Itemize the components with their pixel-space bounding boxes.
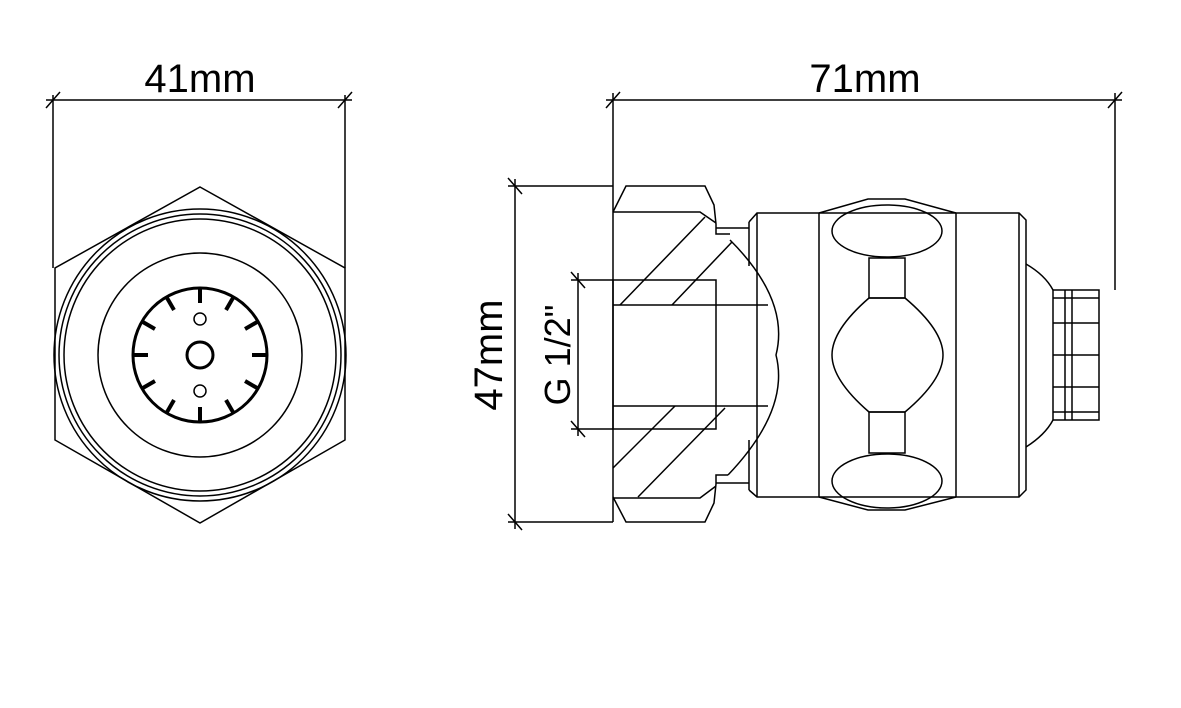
height-dimension: 47mm — [467, 177, 613, 531]
face-slot — [244, 320, 259, 331]
center-orifice — [185, 340, 215, 370]
section-hatching — [612, 216, 733, 498]
hex-outline — [54, 186, 346, 524]
length-dimension: 71mm — [605, 57, 1123, 290]
top-lobe — [831, 204, 943, 258]
threaded-bore — [612, 279, 717, 430]
upper-web — [868, 257, 906, 299]
small-orifice-bottom — [193, 384, 207, 398]
swivel-body — [748, 198, 1027, 511]
face-slot — [141, 379, 156, 390]
thread-label: G 1/2" — [537, 305, 578, 406]
face-slot — [165, 296, 176, 311]
face-slot — [244, 379, 259, 390]
hex-nut-section — [612, 185, 780, 523]
face-slot — [165, 399, 176, 414]
nozzle-tip — [1025, 263, 1100, 448]
center-ball — [831, 297, 944, 413]
thread-dimension: G 1/2" — [537, 271, 613, 438]
front-view: 41mm — [45, 57, 353, 524]
lower-web — [868, 411, 906, 454]
outer-ring-inner — [63, 218, 337, 492]
face-slot — [224, 399, 235, 414]
length-label: 71mm — [809, 57, 920, 101]
outer-ring — [58, 213, 342, 497]
outer-chamfer-circle — [53, 208, 347, 502]
face-slot — [224, 296, 235, 311]
width-dimension: 41mm — [45, 57, 353, 268]
face-slot — [141, 320, 156, 331]
width-label: 41mm — [144, 57, 255, 101]
face-slots — [134, 289, 266, 421]
small-orifice-top — [193, 312, 207, 326]
side-view: 71mm 47mm G 1/2" — [467, 57, 1123, 531]
nozzle-face — [131, 286, 269, 424]
height-label: 47mm — [467, 299, 511, 410]
neck — [716, 222, 750, 490]
inner-ring — [97, 252, 303, 458]
bottom-lobe — [831, 453, 943, 509]
